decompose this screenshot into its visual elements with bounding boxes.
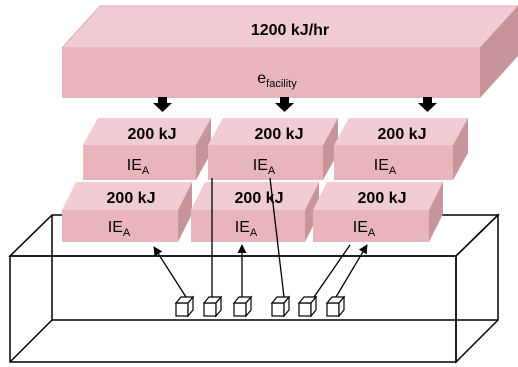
connector-line: [313, 244, 351, 298]
unit-block-lower-3: 200 kJ IEA: [313, 182, 443, 242]
unit-energy-label: 200 kJ: [235, 190, 284, 207]
unit-energy-label: 200 kJ: [378, 126, 427, 143]
up-arrow-icon: [153, 246, 187, 298]
cube-icon: [232, 295, 253, 318]
container-frame: [8, 213, 500, 364]
facility-block-front: [62, 48, 480, 98]
unit-energy-label: 200 kJ: [107, 190, 156, 207]
facility-block-side: [480, 6, 518, 98]
unit-energy-label: 200 kJ: [128, 126, 177, 143]
unit-energy-label: 200 kJ: [255, 126, 304, 143]
cube-icon: [270, 295, 291, 318]
unit-name-label: IEA: [127, 157, 150, 177]
facility-rate-label: 1200 kJ/hr: [251, 22, 329, 39]
cube-icon: [325, 295, 346, 318]
unit-energy-label: 200 kJ: [358, 190, 407, 207]
down-arrow-icon: [275, 97, 294, 112]
unit-name-label: IEA: [108, 219, 131, 239]
energy-flow-arrows: [153, 177, 368, 298]
down-arrow-icon: [153, 97, 172, 112]
cube-icon: [297, 295, 318, 318]
down-arrow-icon: [418, 97, 437, 112]
cube-icon: [174, 295, 195, 318]
unit-block-lower-2: 200 kJ IEA: [191, 182, 319, 242]
facility-efficiency-label: efacility: [257, 70, 297, 90]
cube-icon: [202, 295, 223, 318]
up-arrow-icon: [335, 244, 368, 298]
unit-name-label: IEA: [353, 219, 376, 239]
facility-output-arrows: [153, 97, 437, 112]
container-side-face: [455, 213, 499, 364]
unit-block-lower-1: 200 kJ IEA: [62, 182, 192, 242]
container-back-edge: [9, 319, 53, 363]
connector-line: [269, 177, 285, 298]
unit-name-label: IEA: [235, 219, 258, 239]
unit-block-upper-2: 200 kJ IEA: [208, 118, 338, 180]
facility-block: 1200 kJ/hr efacility: [60, 5, 518, 98]
unit-name-label: IEA: [374, 157, 397, 177]
unit-block-upper-1: 200 kJ IEA: [83, 118, 211, 180]
small-cubes: [174, 295, 346, 318]
unit-block-upper-3: 200 kJ IEA: [334, 118, 468, 180]
container-front-face: [9, 255, 457, 363]
unit-name-label: IEA: [253, 157, 276, 177]
